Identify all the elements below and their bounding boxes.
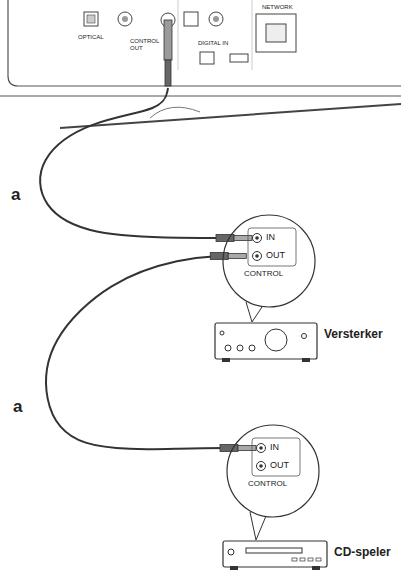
coaxial-port (118, 12, 132, 26)
port-label: NETWORK (262, 4, 293, 11)
power-led (220, 331, 224, 335)
cable-label: a (10, 186, 21, 203)
jack-panel (252, 438, 300, 476)
cd-body (223, 541, 327, 567)
button (302, 334, 307, 339)
plug-grip (210, 253, 228, 260)
port-label: OPTICAL (78, 34, 104, 41)
amplifier-shape (214, 322, 318, 364)
usb-b-port (200, 52, 214, 64)
jack-label: IN (266, 233, 275, 243)
optical-port (84, 12, 98, 26)
jack-hole (259, 446, 263, 450)
coaxial-port (209, 12, 223, 26)
amplifier: Versterker (214, 322, 318, 364)
optical-port-inner (87, 15, 95, 23)
button (308, 558, 313, 561)
control-callout: IN OUT CONTROL (226, 424, 320, 518)
jack (253, 234, 262, 243)
button (237, 345, 243, 351)
button (292, 558, 297, 561)
plug-body (238, 446, 256, 451)
disc-tray (246, 548, 302, 553)
device-name: CD-speler (334, 546, 391, 559)
shelf-line (60, 104, 401, 128)
jack-label: OUT (266, 251, 285, 261)
foot (312, 566, 320, 570)
jack (253, 252, 262, 261)
plug-body (228, 254, 246, 259)
coaxial-port-inner (122, 16, 128, 22)
amp-body (215, 323, 317, 359)
jack (257, 462, 266, 471)
cd-player-shape (222, 540, 328, 572)
jack (257, 444, 266, 453)
control-callout-shape (222, 214, 316, 308)
jack-label: IN (270, 443, 279, 453)
button (316, 558, 321, 561)
device-name: Versterker (324, 328, 383, 341)
foot (222, 358, 230, 362)
back-panel: OPTICAL CONTROL OUT DIGITAL IN NETWORK (0, 0, 401, 88)
plug-grip (165, 60, 171, 86)
button (249, 345, 255, 351)
optical-port (184, 12, 198, 26)
network-port-frame (256, 14, 296, 52)
plug-body (164, 20, 172, 60)
control-cable (46, 256, 232, 449)
button (300, 558, 305, 561)
panel-outline (8, 0, 401, 86)
control-cable (40, 88, 228, 238)
jack-hole (255, 254, 259, 258)
control-callout: IN OUT CONTROL (222, 214, 316, 308)
jack-hole (259, 464, 263, 468)
power-button (228, 549, 234, 555)
panel-divider (252, 0, 253, 70)
foot (302, 358, 310, 362)
plug-body (234, 236, 252, 241)
control-callout-shape (226, 424, 320, 518)
volume-knob (265, 329, 287, 351)
panel-divider (178, 0, 179, 70)
callout-circle (227, 425, 319, 517)
port-label: CONTROL OUT (130, 38, 160, 51)
network-port (266, 24, 286, 42)
foot (230, 566, 238, 570)
jack-panel (248, 228, 296, 266)
panel-base (0, 95, 401, 96)
usb-a-port (230, 54, 248, 62)
stand-foot (150, 107, 200, 118)
jack-label: OUT (270, 461, 289, 471)
button (225, 345, 231, 351)
cable-label: a (12, 398, 23, 415)
jack-label: CONTROL (244, 270, 283, 279)
jack-hole (255, 236, 259, 240)
callout-circle (223, 215, 315, 307)
coaxial-port-inner (213, 16, 219, 22)
cd-player: CD-speler (222, 540, 328, 572)
jack-label: CONTROL (248, 480, 287, 489)
port-label: DIGITAL IN (198, 40, 228, 47)
